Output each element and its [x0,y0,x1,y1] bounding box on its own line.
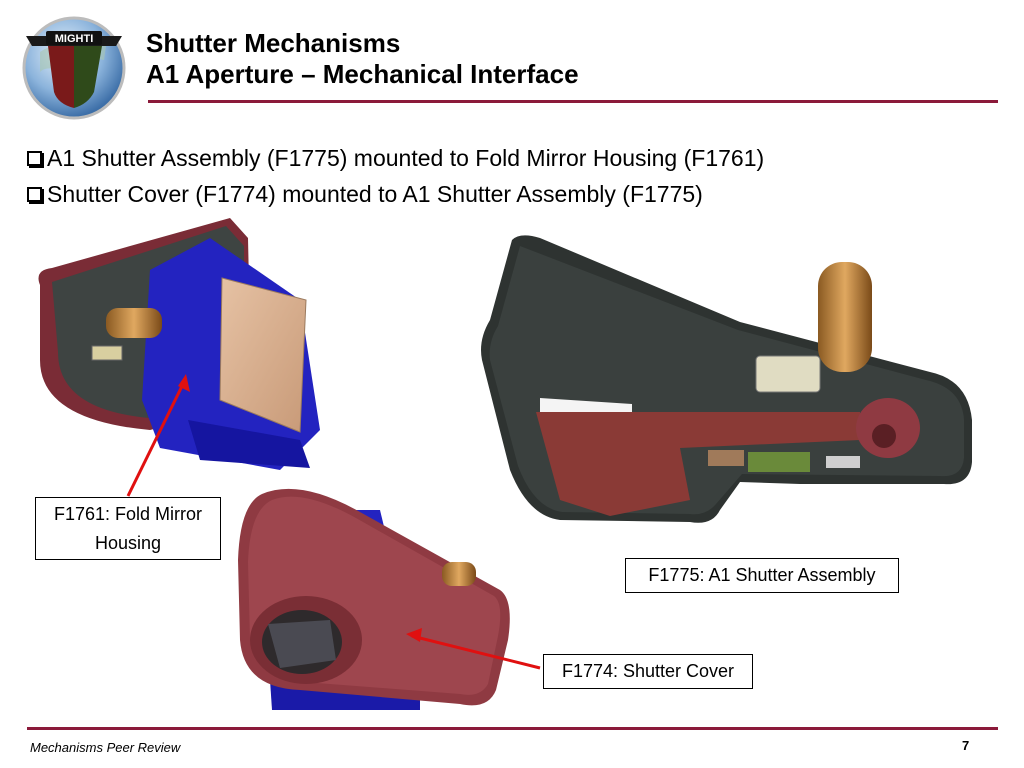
callout-fold-mirror-housing: F1761: Fold Mirror Housing [35,497,221,560]
callout-arrow-shutter-cover [406,628,541,670]
bullet-text-2: Shutter Cover (F1774) mounted to A1 Shut… [47,181,703,207]
bullet-item-2: Shutter Cover (F1774) mounted to A1 Shut… [27,176,764,212]
a1-shutter-assembly-model [481,235,972,523]
fold-mirror-housing-model [38,218,320,470]
page-number: 7 [962,738,970,753]
bullet-item-1: A1 Shutter Assembly (F1775) mounted to F… [27,140,764,176]
callout-fold-mirror-text: F1761: Fold Mirror Housing [53,504,203,553]
mighti-logo: MIGHTI [18,12,130,120]
bullet-text-1: A1 Shutter Assembly (F1775) mounted to F… [47,145,765,171]
logo-text: MIGHTI [55,33,94,45]
checkbox-bullet-icon [27,150,42,166]
callout-shutter-assembly-text: F1775: A1 Shutter Assembly [648,565,876,585]
shutter-cover-model [238,488,510,710]
checkbox-bullet-icon [27,186,42,202]
callout-shutter-cover: F1774: Shutter Cover [543,654,753,689]
footer-divider [27,727,998,730]
title-divider [148,100,998,103]
callout-a1-shutter-assembly: F1775: A1 Shutter Assembly [625,558,899,593]
callout-arrow-fold-mirror [126,374,190,497]
title-line-1: Shutter Mechanisms [146,28,401,58]
footer-title: Mechanisms Peer Review [30,740,181,755]
title-line-2: A1 Aperture – Mechanical Interface [146,59,579,89]
callout-shutter-cover-text: F1774: Shutter Cover [561,661,735,681]
slide-title: Shutter Mechanisms A1 Aperture – Mechani… [146,28,579,90]
bullet-list: A1 Shutter Assembly (F1775) mounted to F… [27,140,764,212]
